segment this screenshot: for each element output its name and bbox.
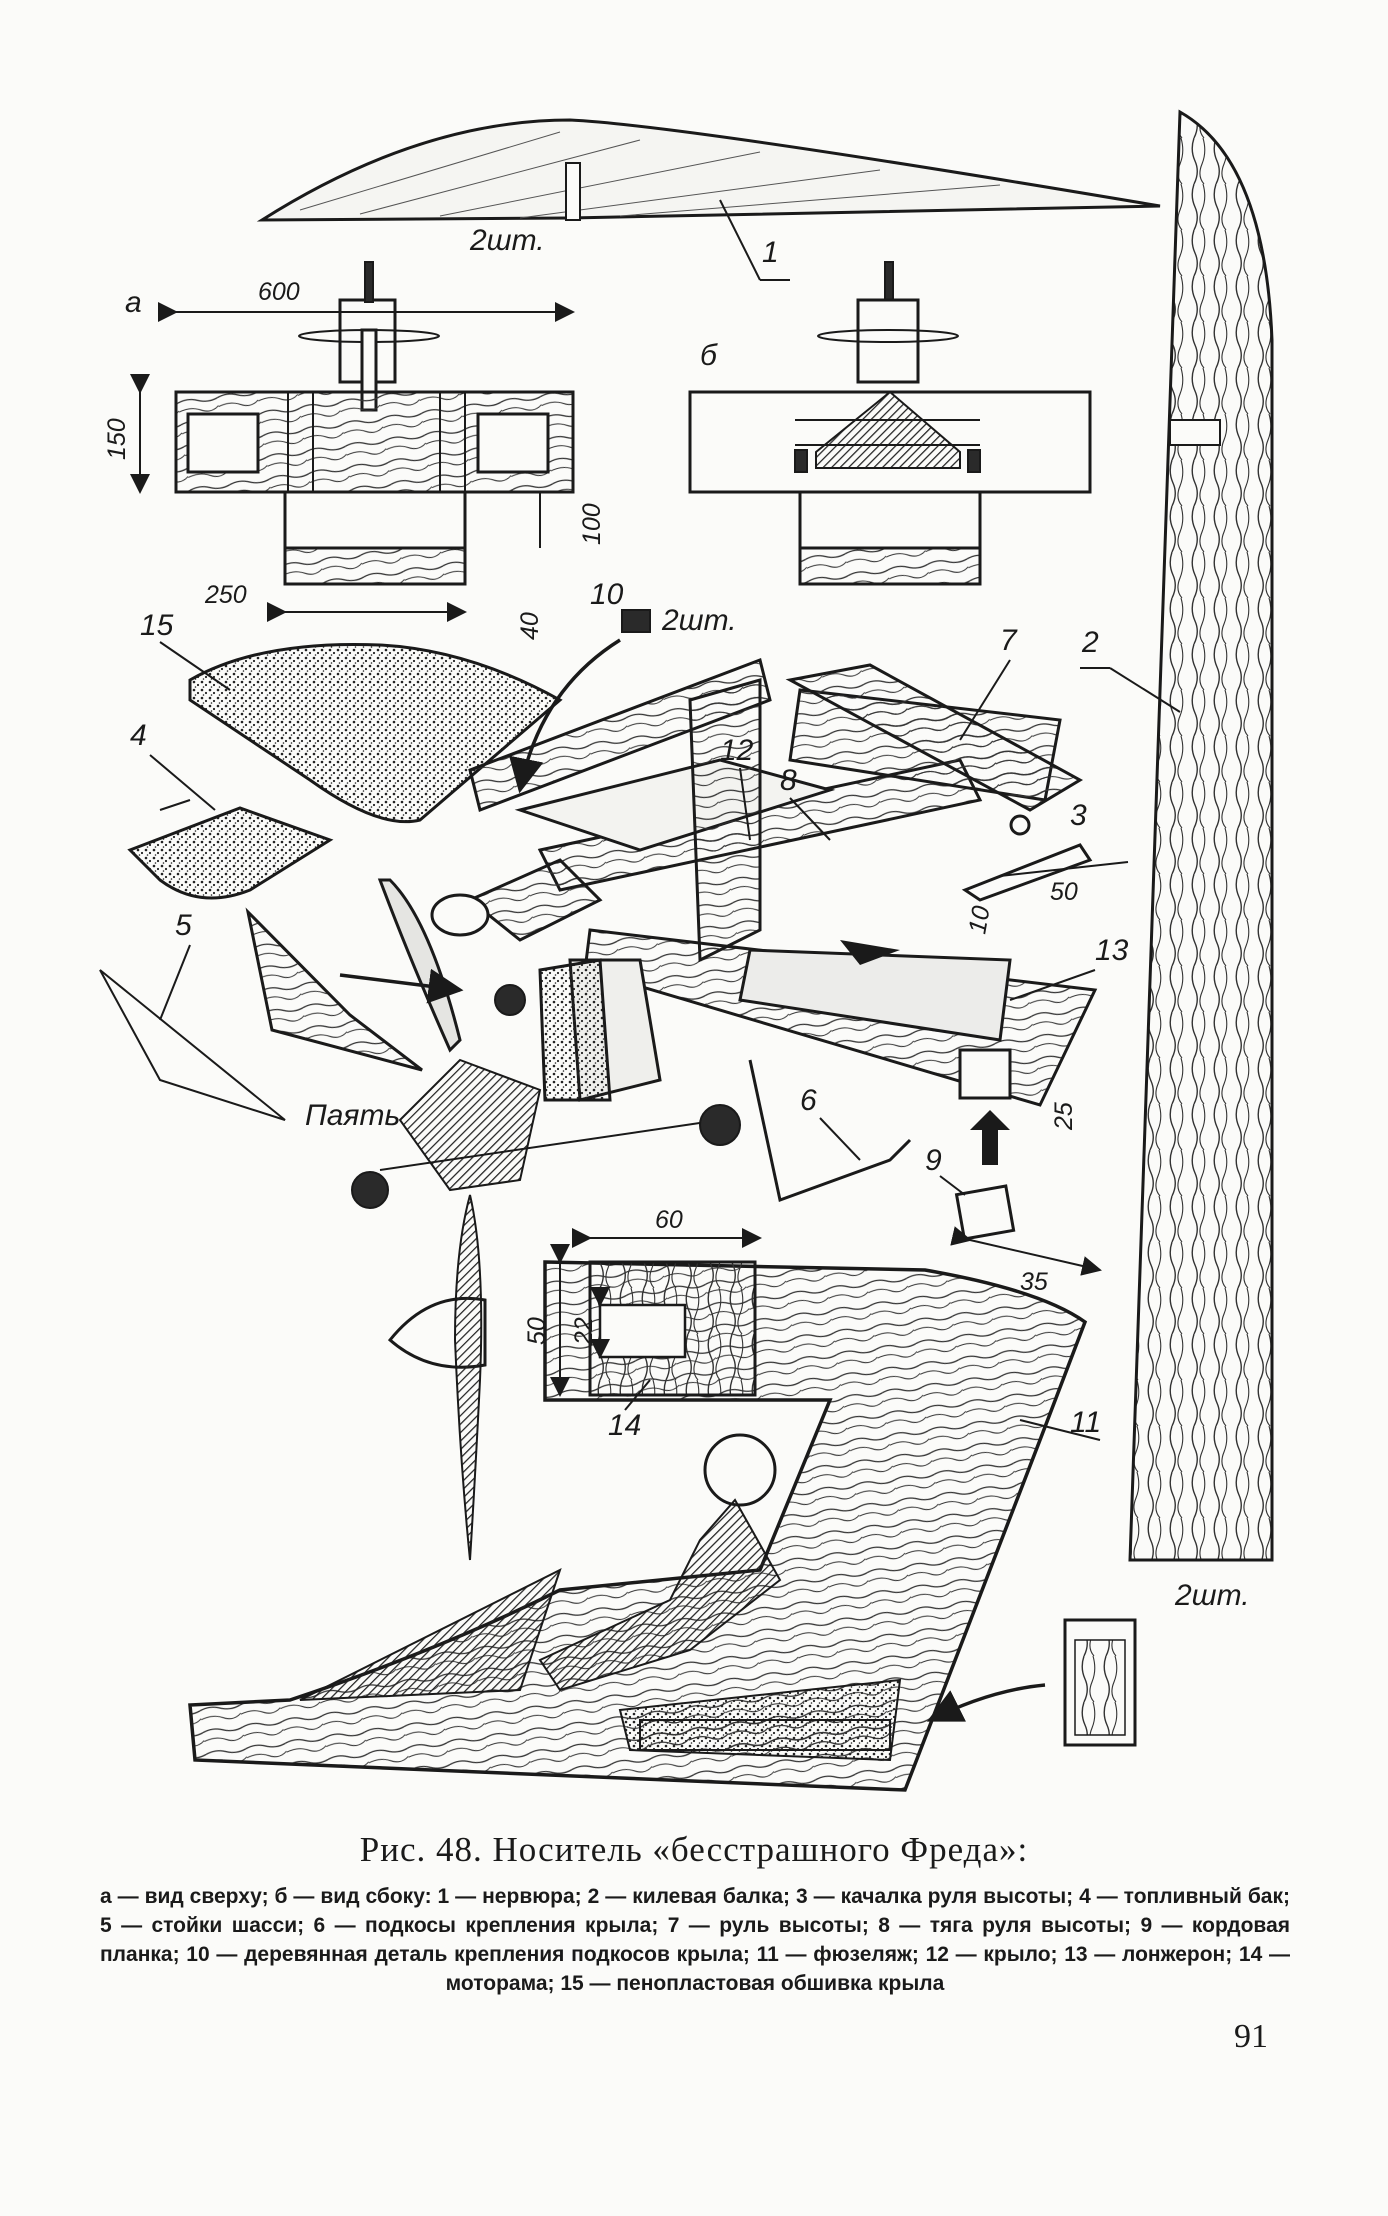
dim-chord: 150 xyxy=(103,418,131,460)
dim-mount-height: 50 xyxy=(523,1317,551,1345)
part-6-label: 6 xyxy=(800,1084,817,1117)
top-view-drawing xyxy=(174,261,575,586)
part-4-label: 4 xyxy=(130,719,147,752)
dim-gear-width: 250 xyxy=(204,581,247,609)
view-b-label: б xyxy=(700,339,718,372)
dim-strip-length: 35 xyxy=(1020,1268,1048,1296)
part-15-label: 15 xyxy=(140,609,174,642)
solder-note: Паять xyxy=(305,1099,400,1132)
keel-quantity-label: 2шт. xyxy=(1174,1579,1250,1612)
dim-span: 600 xyxy=(258,278,300,306)
part-2-label: 2 xyxy=(1081,626,1099,659)
part-14-label: 14 xyxy=(608,1409,641,1442)
part-12-label: 12 xyxy=(720,734,754,767)
dim-mount-width: 60 xyxy=(655,1206,683,1234)
part-10-quantity-label: 2шт. xyxy=(661,604,737,637)
part-9-label: 9 xyxy=(925,1144,942,1177)
rib-part xyxy=(256,118,1161,222)
part-3-label: 3 xyxy=(1070,799,1087,832)
part-13-label: 13 xyxy=(1095,934,1129,967)
part-7-label: 7 xyxy=(1000,624,1018,657)
figure-caption: а — вид сверху; б — вид сбоку: 1 — нервю… xyxy=(100,1885,1290,1995)
side-view-drawing xyxy=(688,261,1092,586)
dim-rocker-hole: 10 xyxy=(963,904,995,936)
figure-title: Рис. 48. Носитель «бесстрашного Фреда»: xyxy=(359,1830,1029,1869)
exploded-assembly xyxy=(99,609,1098,1241)
fuselage-part xyxy=(188,1194,1137,1792)
part-10-label: 10 xyxy=(590,578,624,611)
dim-strip-height: 25 xyxy=(1050,1102,1078,1131)
dim-rocker-length: 50 xyxy=(1050,878,1078,906)
part-5-label: 5 xyxy=(175,909,192,942)
rib-quantity-label: 2шт. xyxy=(469,224,545,257)
keel-beam-part xyxy=(1128,109,1274,1562)
dim-gear-drop: 40 xyxy=(516,612,544,640)
part-8-label: 8 xyxy=(780,764,797,797)
page-number: 91 xyxy=(1234,2018,1268,2055)
view-a-label: а xyxy=(125,286,142,319)
dim-mount-inner: 22 xyxy=(570,1317,598,1346)
part-1-label: 1 xyxy=(762,236,779,269)
dim-gear-height: 100 xyxy=(578,503,606,545)
